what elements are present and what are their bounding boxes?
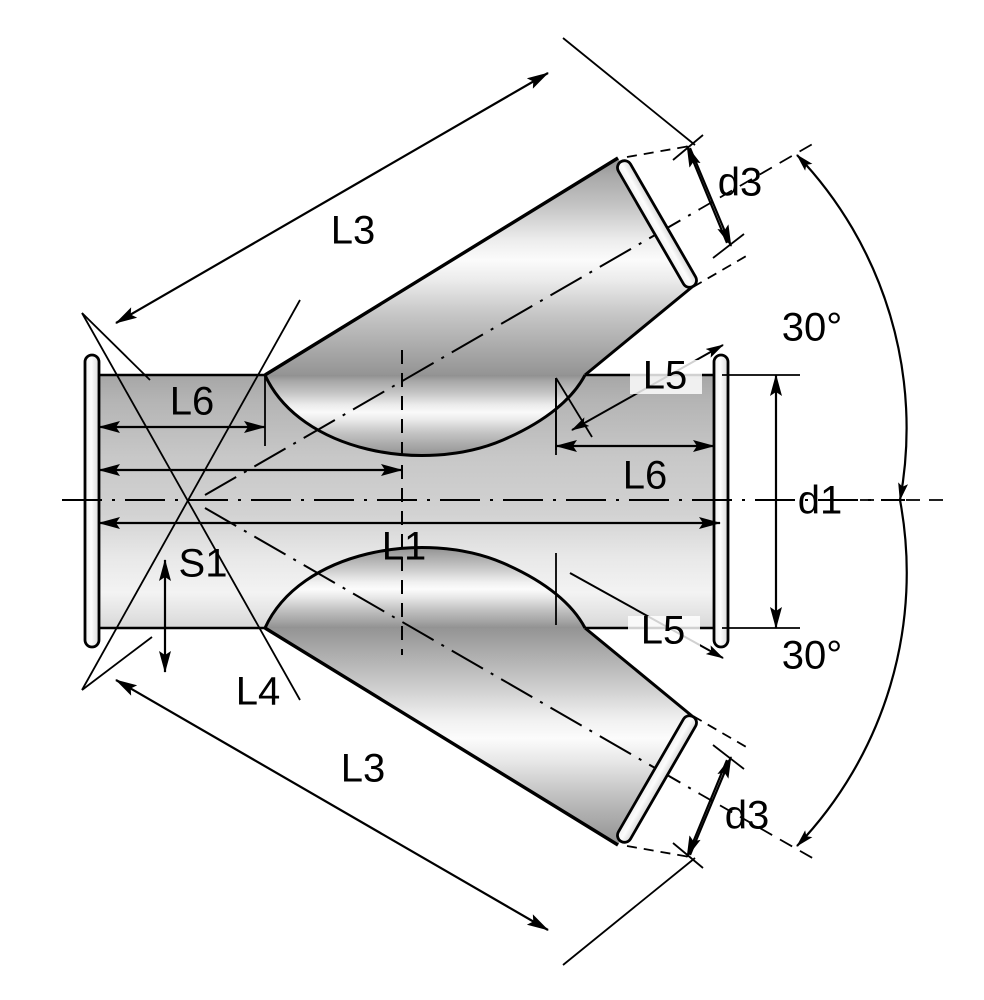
dimension-d3-upper: d3	[626, 134, 763, 288]
dimension-S1: S1	[159, 542, 228, 673]
dimension-label-L3-lower: L3	[341, 747, 386, 791]
dimension-label-L5-upper: L5	[643, 354, 688, 398]
L3-upper-witness-far	[562, 37, 696, 146]
dimension-angular: 30° 30°	[699, 141, 950, 861]
dimension-L5-lower: L5	[555, 553, 724, 659]
L3-lower-witness-far	[562, 857, 696, 966]
dimension-L6-left: L6	[98, 375, 266, 446]
d3-lower-witness-bottom	[626, 845, 691, 858]
dimension-L1: L1	[98, 517, 721, 569]
lower-branch-upper-edge	[584, 626, 693, 718]
dimension-label-L5-lower: L5	[641, 609, 686, 653]
dimension-label-L3-upper: L3	[331, 209, 376, 253]
dimension-L5-upper: L5	[555, 344, 724, 450]
dimension-label-angle-upper: 30°	[782, 306, 843, 350]
L5-upper-label-backdrop	[630, 360, 702, 394]
dimension-L3-lower: L3	[115, 679, 696, 966]
L3-lower-dimension-line	[115, 679, 549, 931]
dimension-label-L6-right: L6	[623, 454, 668, 498]
d3-upper-witness-top	[626, 145, 691, 158]
lower-branch-centerline	[204, 507, 701, 795]
lower-branch-saddle-curve	[263, 546, 587, 629]
L3-upper-witness-near	[81, 312, 151, 381]
d3-upper-arrow-down	[688, 147, 733, 247]
dimension-L4: L4	[81, 636, 281, 714]
dimension-label-d3-lower: d3	[725, 794, 770, 838]
dimension-label-d1: d1	[798, 479, 843, 523]
dimension-d1: d1	[722, 374, 843, 629]
L5-lower-label-backdrop	[628, 616, 700, 650]
upper-branch-saddle-fill	[265, 375, 585, 455]
L4-witness	[81, 636, 153, 691]
angle-arc-upper	[796, 154, 909, 501]
dimension-label-angle-lower: 30°	[782, 634, 843, 678]
dimension-label-L1: L1	[382, 525, 427, 569]
upper-branch-centerline	[204, 208, 701, 496]
dimension-d3-lower: d3	[626, 715, 770, 869]
d3-upper-witness-bottom	[692, 254, 749, 288]
upper-branch-saddle-curve	[263, 374, 587, 457]
dimension-label-d3-upper: d3	[718, 161, 763, 205]
dimension-L6-right: L6	[555, 378, 715, 498]
angle-arc-lower	[796, 499, 908, 847]
dimension-L3-upper: L3	[81, 37, 696, 381]
L3-upper-dimension-line	[115, 72, 549, 324]
d3-lower-arrow-up	[688, 756, 733, 856]
dimension-label-S1: S1	[179, 542, 228, 586]
dimension-label-L6-left: L6	[170, 380, 215, 424]
d3-lower-witness-top	[692, 715, 749, 749]
lower-branch-fill	[265, 628, 692, 845]
upper-branch-extension-construction	[81, 312, 301, 701]
main-body-fill	[92, 375, 720, 628]
lower-branch-saddle-fill	[265, 548, 585, 628]
d3-lower-arrow-down	[685, 759, 729, 858]
upper-branch-fill	[265, 158, 692, 375]
lower-branch-extension-construction	[81, 299, 301, 691]
dimension-label-L4: L4	[236, 670, 281, 714]
